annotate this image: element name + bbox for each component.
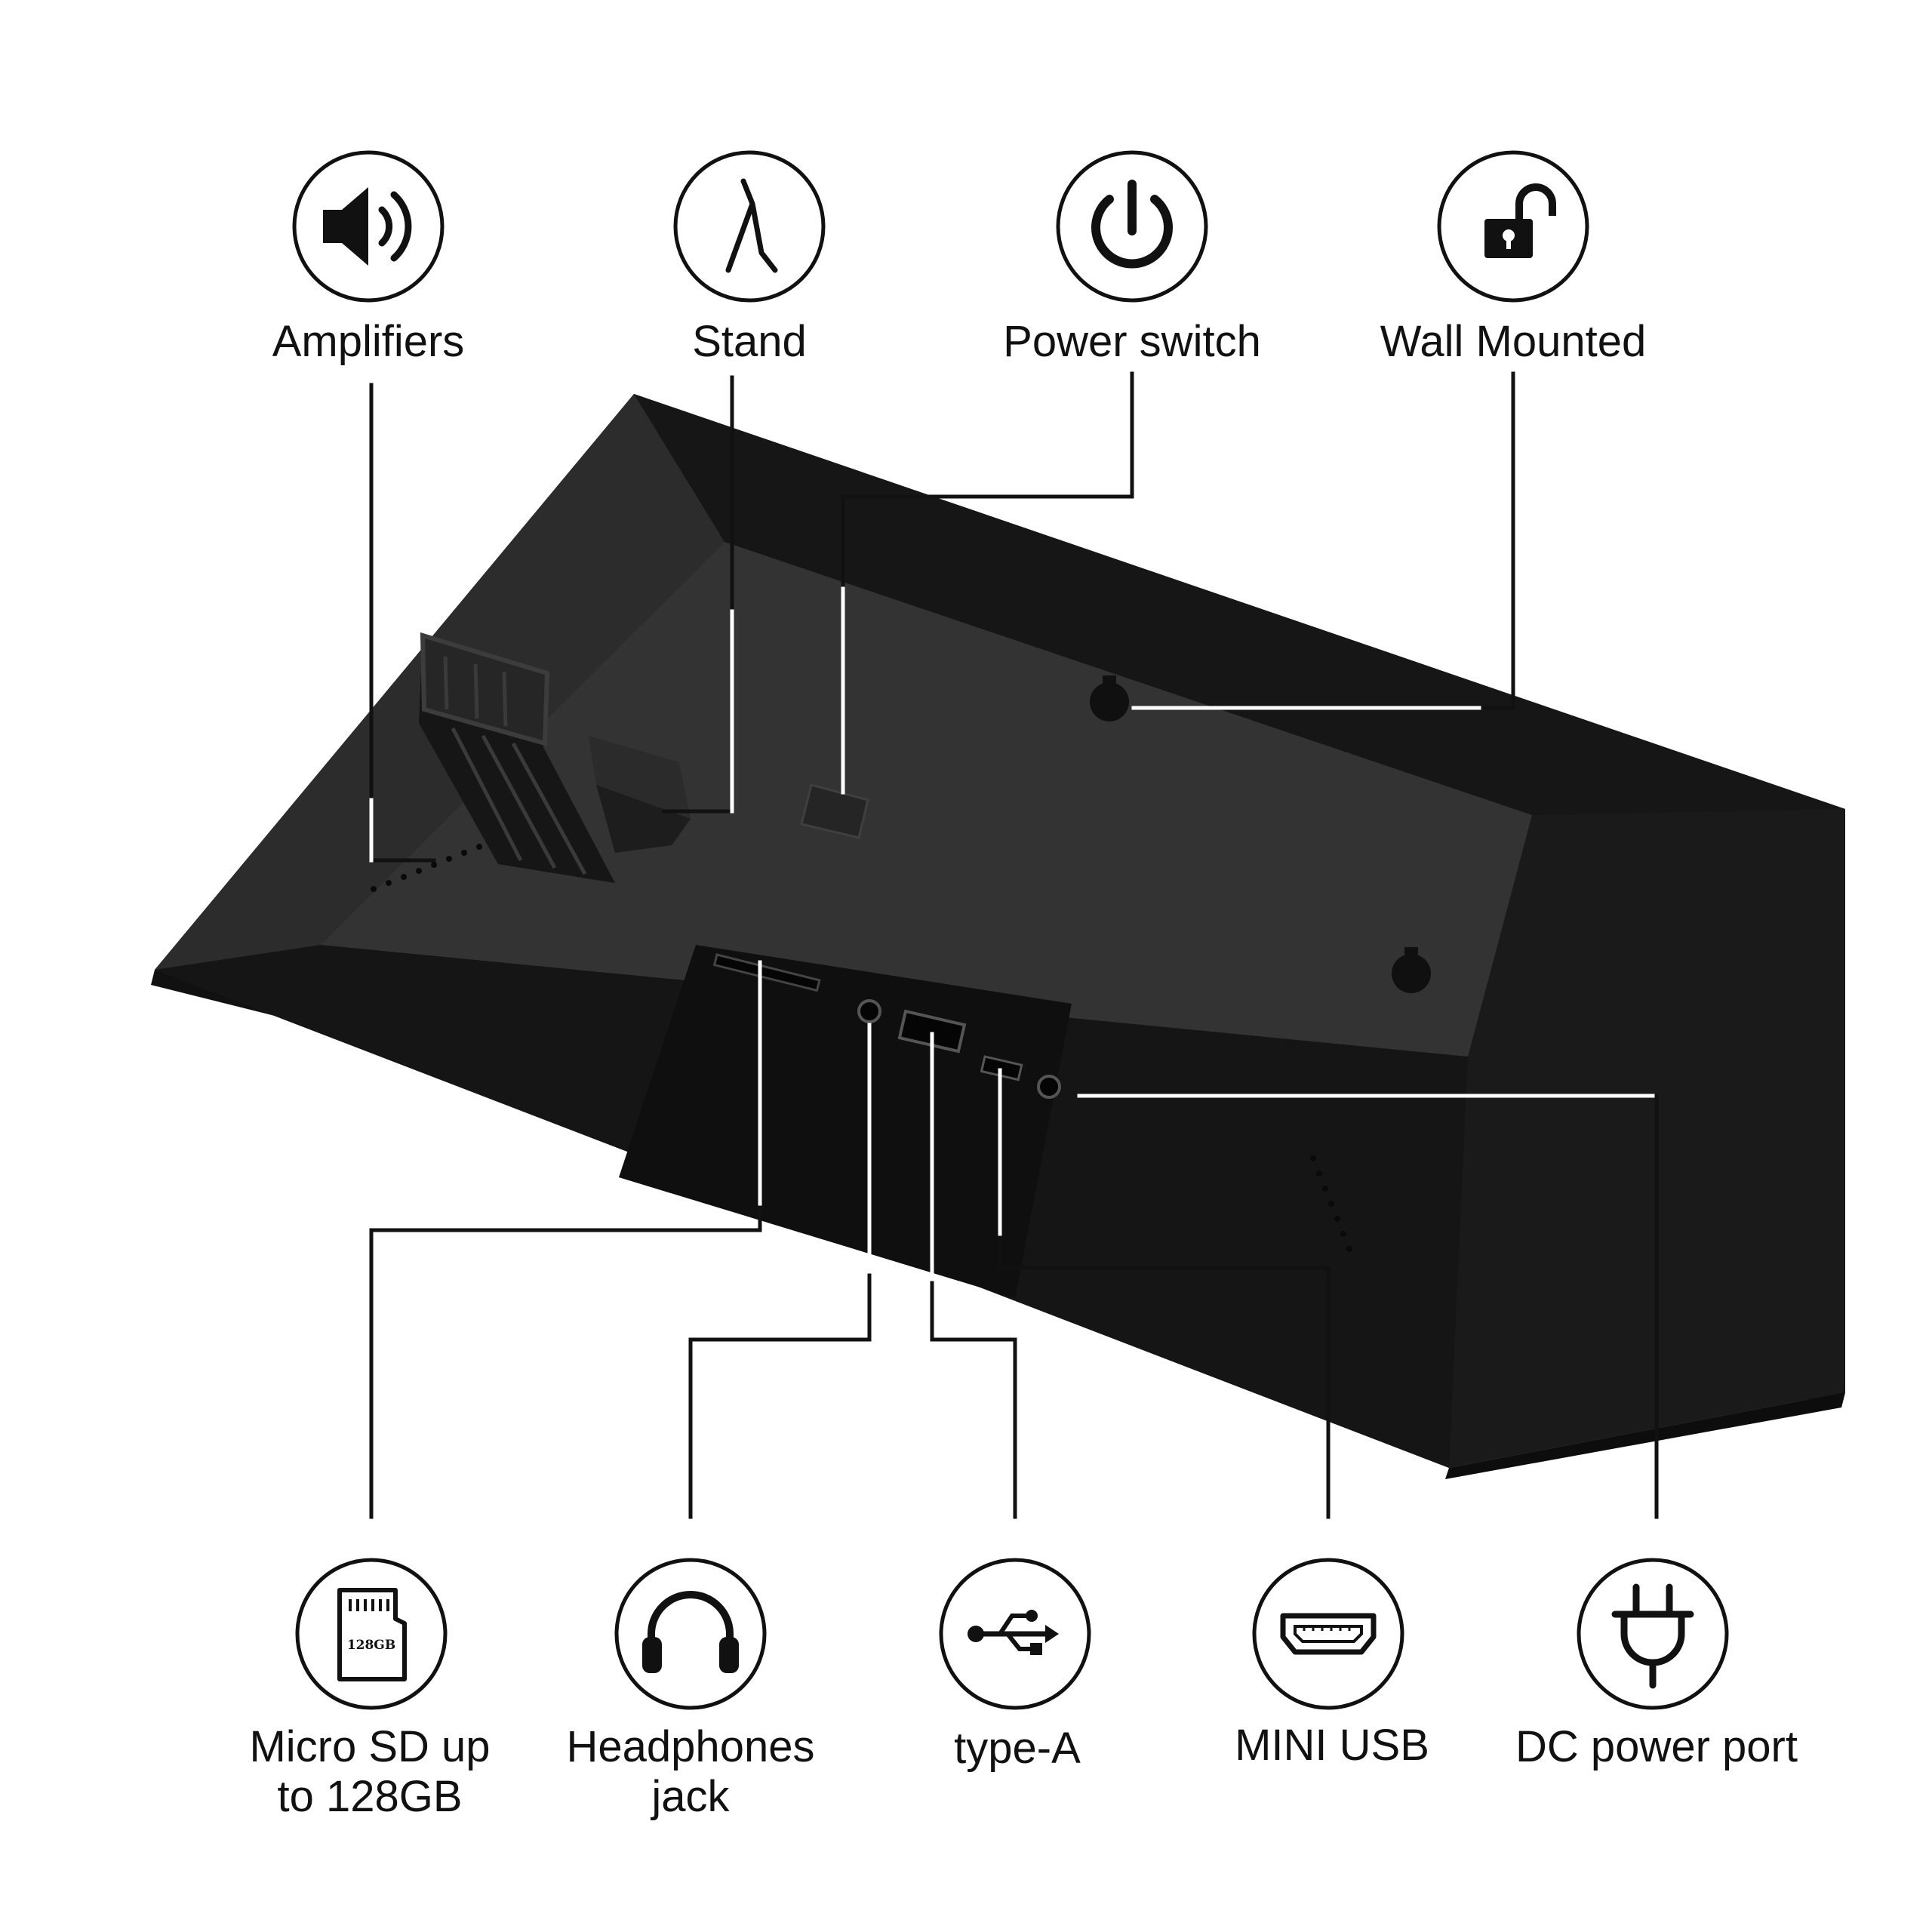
label-amplifiers: Amplifiers [272,317,465,366]
usb-icon [939,1558,1091,1710]
label-dc-power-line1: DC power port [1515,1722,1798,1771]
label-wall-mounted: Wall Mounted [1380,317,1647,366]
label-headphones: Headphones jack [567,1722,815,1822]
label-dc-power: DC power port [1515,1722,1798,1772]
label-micro-sd: Micro SD up to 128GB [249,1722,490,1822]
speaker-grille-left [371,844,482,892]
sd-slot [712,953,821,992]
label-mini-usb-line1: MINI USB [1235,1721,1429,1770]
dc-port [1037,1075,1061,1099]
label-headphones-line2: jack [651,1772,730,1821]
speaker-icon [292,150,445,303]
label-type-a-line1: type-A [954,1724,1081,1773]
label-micro-sd-line1: Micro SD up [249,1722,491,1771]
sd-card-icon-text: 128GB [347,1638,395,1653]
power-icon [1056,150,1208,303]
headphones-icon [614,1558,767,1710]
sd-card-icon: 128GB [295,1558,448,1710]
power-button [800,783,869,839]
keyhole-mount-1 [1090,675,1129,721]
label-micro-sd-line2: to 128GB [277,1772,463,1821]
usb-a-port [897,1009,967,1054]
unlock-icon [1437,150,1589,303]
label-mini-usb: MINI USB [1235,1721,1429,1770]
label-type-a: type-A [954,1724,1081,1774]
label-stand: Stand [692,317,807,366]
photo-frame-device [151,394,1845,1479]
headphone-port [857,999,881,1023]
label-power-switch: Power switch [1003,317,1261,366]
keyhole-mount-2 [1392,947,1431,993]
label-headphones-line1: Headphones [566,1722,815,1771]
speaker-grille-right [1310,1155,1352,1252]
leader-lines [369,371,1659,1519]
stand-icon [673,150,826,303]
stand [419,632,691,883]
hdmi-port-icon [1252,1558,1404,1710]
plug-icon [1577,1558,1729,1710]
